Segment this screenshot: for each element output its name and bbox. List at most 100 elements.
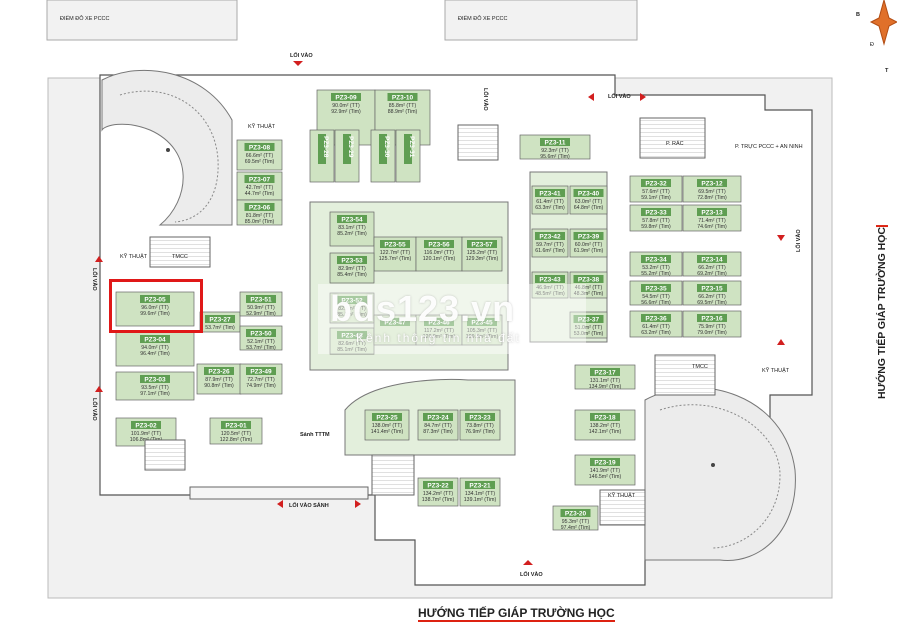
unit-area-tt: 46.8m² (TT) [575,285,603,291]
unit-code-badge [590,413,620,421]
unit-area-tim: 61.6m² (Tim) [535,248,565,254]
unit-pz3-31[interactable]: PZ3-31 [395,129,421,183]
unit-code-badge [641,255,671,263]
unit-code: PZ3-19 [594,460,616,467]
unit-code: PZ3-29 [347,136,354,158]
unit-area-tim: 63.3m² (Tim) [535,205,565,211]
unit-area-tt: 138.2m² (TT) [590,423,621,429]
unit-area-tim: 85.0m² (Tim) [245,219,275,225]
unit-area-tim: 59.1m² (Tim) [641,195,671,201]
unit-pz3-30[interactable]: PZ3-30 [370,129,396,183]
unit-code: PZ3-23 [469,415,491,422]
unit-area-tt: 71.4m² (TT) [698,218,726,224]
unit-code: PZ3-27 [209,317,231,324]
unit-code: PZ3-26 [208,369,230,376]
unit-code: PZ3-15 [701,286,723,293]
fire-zone-left-label: ĐIỂM ĐỖ XE PCCC [60,15,110,22]
svg-text:Đ: Đ [870,42,874,48]
unit-pz3-29[interactable]: PZ3-29 [334,129,360,183]
unit-cell[interactable] [682,251,742,277]
unit-area-tt: 54.5m² (TT) [642,294,670,300]
unit-code: PZ3-03 [144,377,166,384]
unit-code-badge [697,284,727,292]
unit-code-badge [641,284,671,292]
lobby-label: Sảnh TTTM [300,432,330,438]
unit-code-badge [423,413,453,421]
ky-thuat-label-3: KỸ THUẬT [762,367,790,374]
unit-code: PZ3-12 [701,181,723,188]
unit-pz3-47[interactable]: PZ3-47 [373,314,417,346]
unit-area-tim: 97.4m² (Tim) [561,525,591,531]
unit-code: PZ3-53 [341,258,363,265]
unit-cell[interactable] [629,175,683,203]
unit-code: PZ3-14 [701,257,723,264]
entrance-right: LỐI VÀO [777,229,802,345]
svg-text:LỐI VÀO SẢNH: LỐI VÀO SẢNH [289,502,329,509]
entrance-top-right: LỐI VÀO [588,93,646,101]
unit-code: PZ3-24 [427,415,449,422]
unit-code: PZ3-18 [594,415,616,422]
unit-code-badge [424,318,454,326]
unit-area-tim: 96.4m² (Tim) [140,351,170,357]
unit-area-tim: 55.2m² (Tim) [641,271,671,277]
unit-area-tt: 61.4m² (TT) [536,199,564,205]
unit-code: PZ3-56 [428,242,450,249]
unit-area-tim: 92.9m² (Tim) [331,109,361,115]
unit-area-tim: 85.1m² (Tim) [337,312,367,318]
unit-code-badge [246,329,276,337]
stair-blocks [144,117,716,526]
unit-code: PZ3-50 [250,331,272,338]
unit-pz3-28[interactable]: PZ3-28 [309,129,335,183]
unit-area-tt: 87.9m² (TT) [205,377,233,383]
